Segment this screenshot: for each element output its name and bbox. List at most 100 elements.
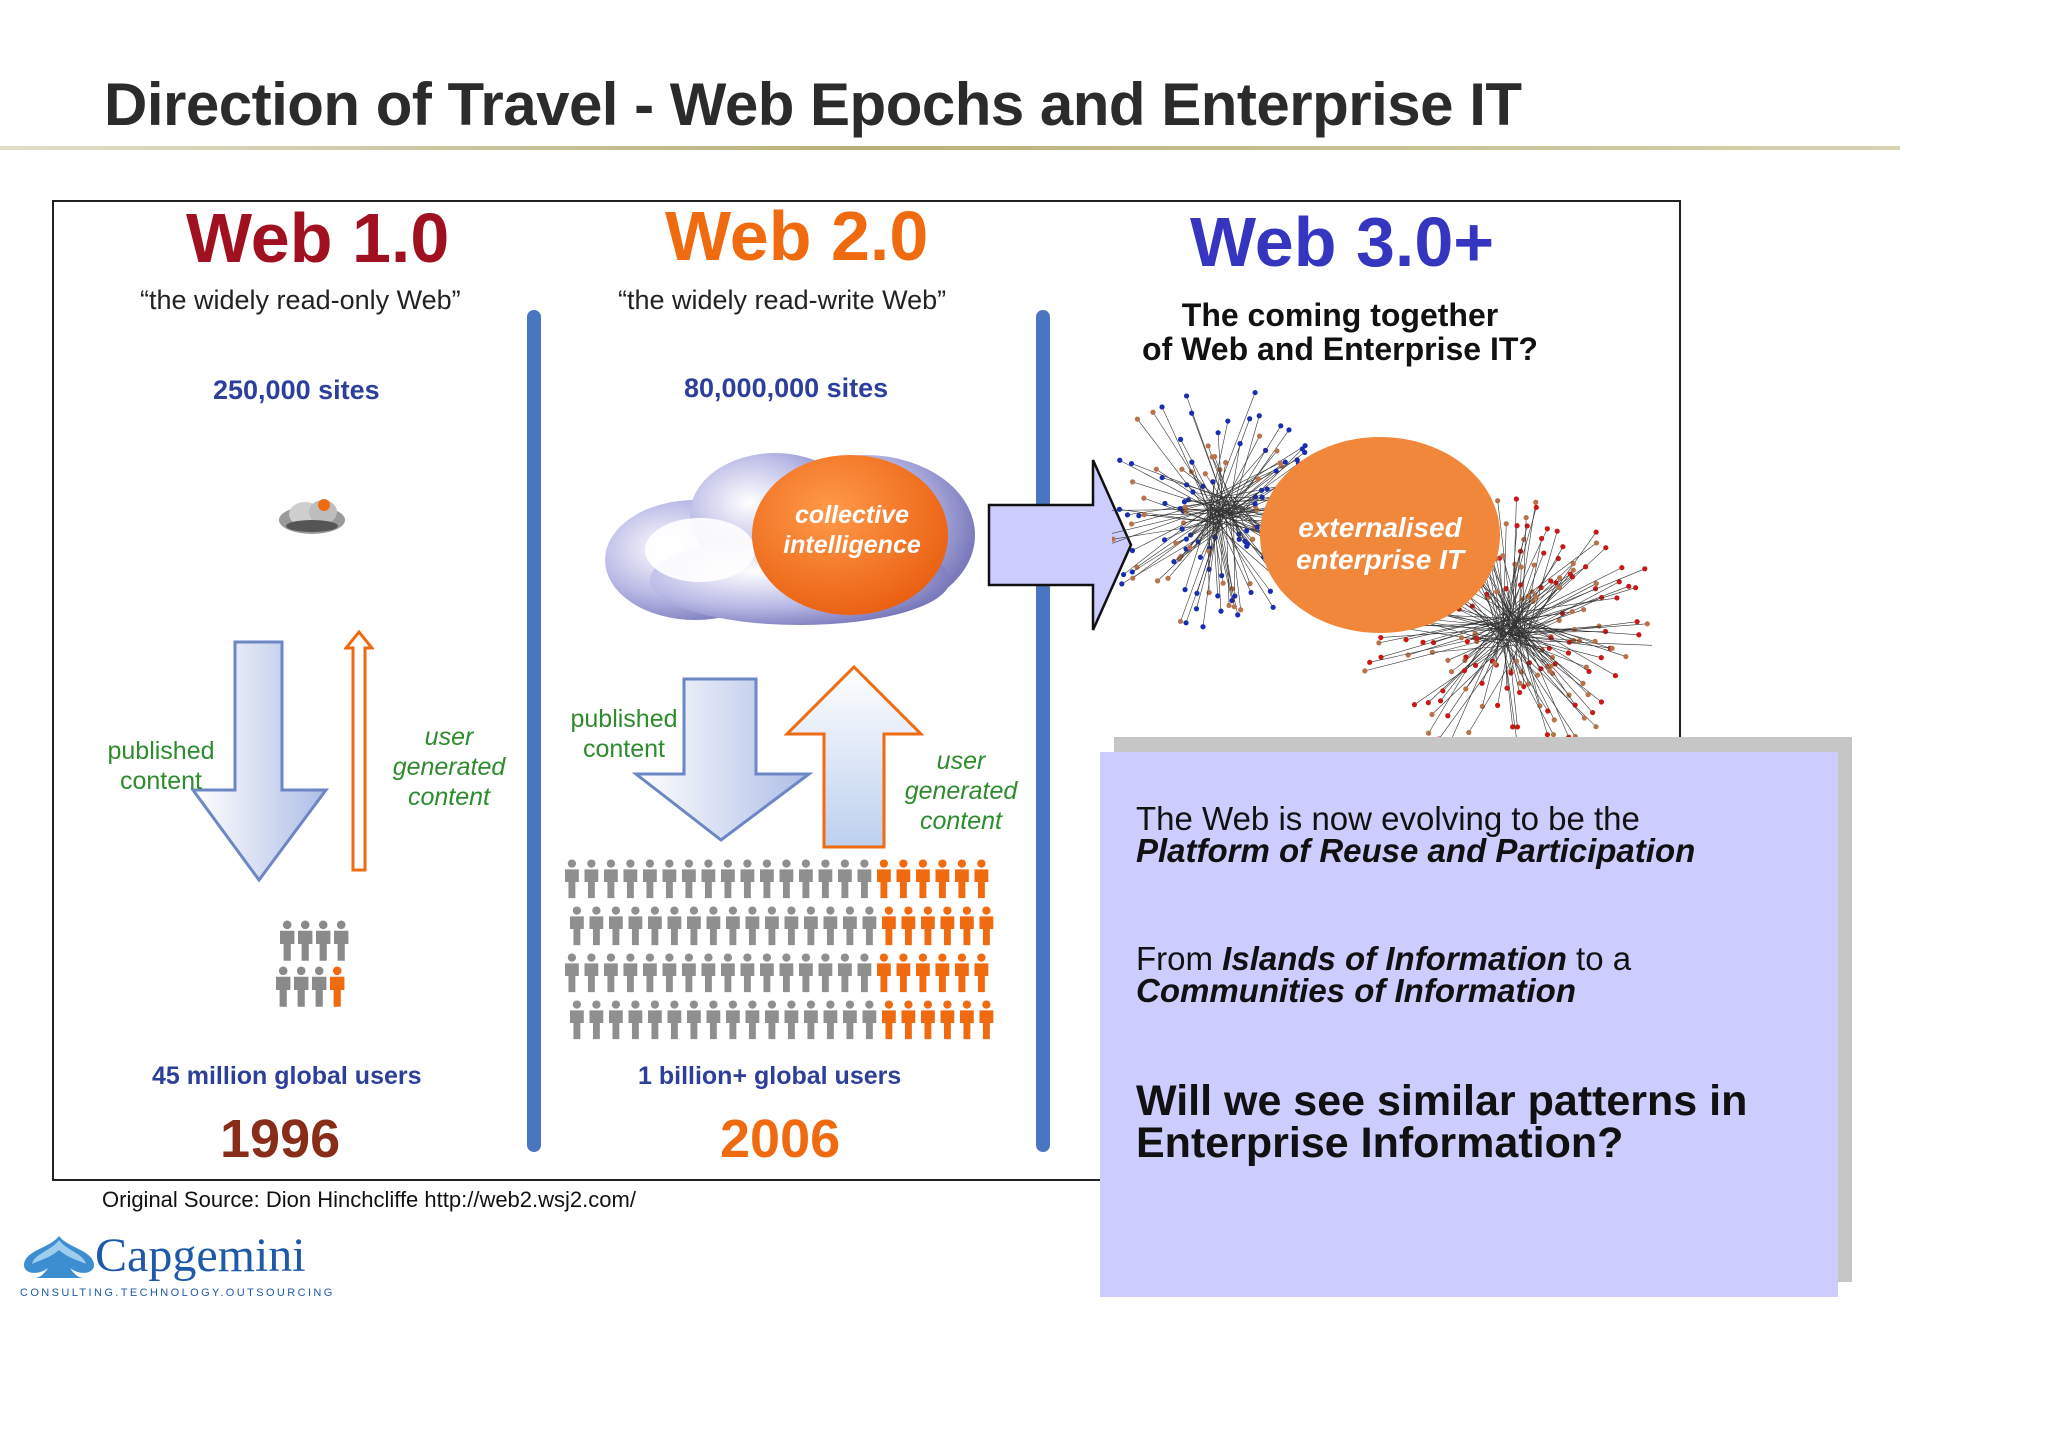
person-icon <box>818 953 833 993</box>
person-icon <box>960 906 974 946</box>
capgemini-spade-icon <box>23 1236 95 1278</box>
web2-published-arrow <box>632 677 814 842</box>
source-citation: Original Source: Dion Hinchcliffe http:/… <box>102 1187 636 1212</box>
person-icon <box>921 1000 935 1040</box>
person-icon <box>701 953 716 993</box>
callout-question-2: Enterprise Information? <box>1136 1119 1624 1167</box>
web1-subtitle: “the widely read-only Web” <box>140 285 461 315</box>
person-icon <box>628 906 643 946</box>
person-icon <box>334 920 349 961</box>
person-icon <box>760 953 774 993</box>
person-icon <box>643 859 657 899</box>
person-icon <box>330 966 345 1007</box>
web2-users-crowd <box>565 859 994 1040</box>
capgemini-logo: Capgemini <box>95 1229 306 1282</box>
person-icon <box>276 966 291 1007</box>
column-divider-1 <box>527 310 541 1152</box>
person-icon <box>799 859 813 899</box>
person-icon <box>779 953 794 993</box>
person-icon <box>838 953 852 993</box>
person-icon <box>882 1000 896 1040</box>
person-icon <box>804 906 818 946</box>
collective-intelligence-cloud <box>605 453 975 625</box>
person-icon <box>979 906 994 946</box>
person-icon <box>862 1000 877 1040</box>
person-icon <box>662 953 677 993</box>
transition-arrow <box>987 459 1133 631</box>
person-icon <box>765 1000 779 1040</box>
person-icon <box>779 859 794 899</box>
person-icon <box>760 859 774 899</box>
web3-title: Web 3.0+ <box>1190 203 1495 281</box>
person-icon <box>916 859 930 899</box>
person-icon <box>721 953 735 993</box>
web2-title: Web 2.0 <box>665 197 929 275</box>
person-icon <box>312 966 327 1007</box>
web1-title: Web 1.0 <box>186 199 450 277</box>
person-icon <box>682 859 696 899</box>
person-icon <box>955 859 969 899</box>
web2-users-count: 1 billion+ global users <box>638 1062 902 1090</box>
web1-year: 1996 <box>220 1109 341 1169</box>
person-icon <box>765 906 779 946</box>
column-divider-2 <box>1036 310 1050 1152</box>
person-icon <box>784 906 799 946</box>
person-icon <box>648 1000 662 1040</box>
person-icon <box>721 859 735 899</box>
person-icon <box>706 1000 721 1040</box>
person-icon <box>823 1000 838 1040</box>
person-icon <box>584 953 599 993</box>
person-icon <box>857 859 872 899</box>
person-icon <box>604 859 618 899</box>
callout-box: The Web is now evolving to be the Platfo… <box>1100 752 1838 1297</box>
web2-subtitle: “the widely read-write Web” <box>618 285 947 315</box>
person-icon <box>726 1000 740 1040</box>
person-icon <box>623 953 638 993</box>
person-icon <box>609 1000 623 1040</box>
person-icon <box>740 953 755 993</box>
person-icon <box>955 953 969 993</box>
person-icon <box>604 953 618 993</box>
web1-ugc-arrow <box>344 630 374 872</box>
web2-year: 2006 <box>720 1109 841 1169</box>
person-icon <box>940 1000 955 1040</box>
person-icon <box>628 1000 643 1040</box>
person-icon <box>974 953 989 993</box>
web2-sites: 80,000,000 sites <box>684 373 889 403</box>
person-icon <box>667 906 682 946</box>
person-icon <box>862 906 877 946</box>
title-divider <box>0 146 1900 150</box>
person-icon <box>896 859 911 899</box>
person-icon <box>280 920 295 961</box>
person-icon <box>804 1000 818 1040</box>
person-icon <box>687 1000 701 1040</box>
person-icon <box>298 920 313 961</box>
person-icon <box>901 906 916 946</box>
person-icon <box>294 966 309 1007</box>
person-icon <box>882 906 896 946</box>
person-icon <box>823 906 838 946</box>
callout-line-1: The Web is now evolving to be the <box>1136 800 1640 837</box>
person-icon <box>648 906 662 946</box>
web1-sites: 250,000 sites <box>213 375 380 405</box>
web1-published-arrow <box>190 640 329 883</box>
person-icon <box>784 1000 799 1040</box>
person-icon <box>896 953 911 993</box>
person-icon <box>974 859 989 899</box>
person-icon <box>667 1000 682 1040</box>
web1-users-icons <box>276 920 349 1007</box>
person-icon <box>687 906 701 946</box>
person-icon <box>682 953 696 993</box>
person-icon <box>857 953 872 993</box>
externalised-circle <box>1260 437 1500 633</box>
small-cloud-icon <box>279 499 345 534</box>
person-icon <box>740 859 755 899</box>
person-icon <box>706 906 721 946</box>
person-icon <box>916 953 930 993</box>
person-icon <box>877 953 891 993</box>
